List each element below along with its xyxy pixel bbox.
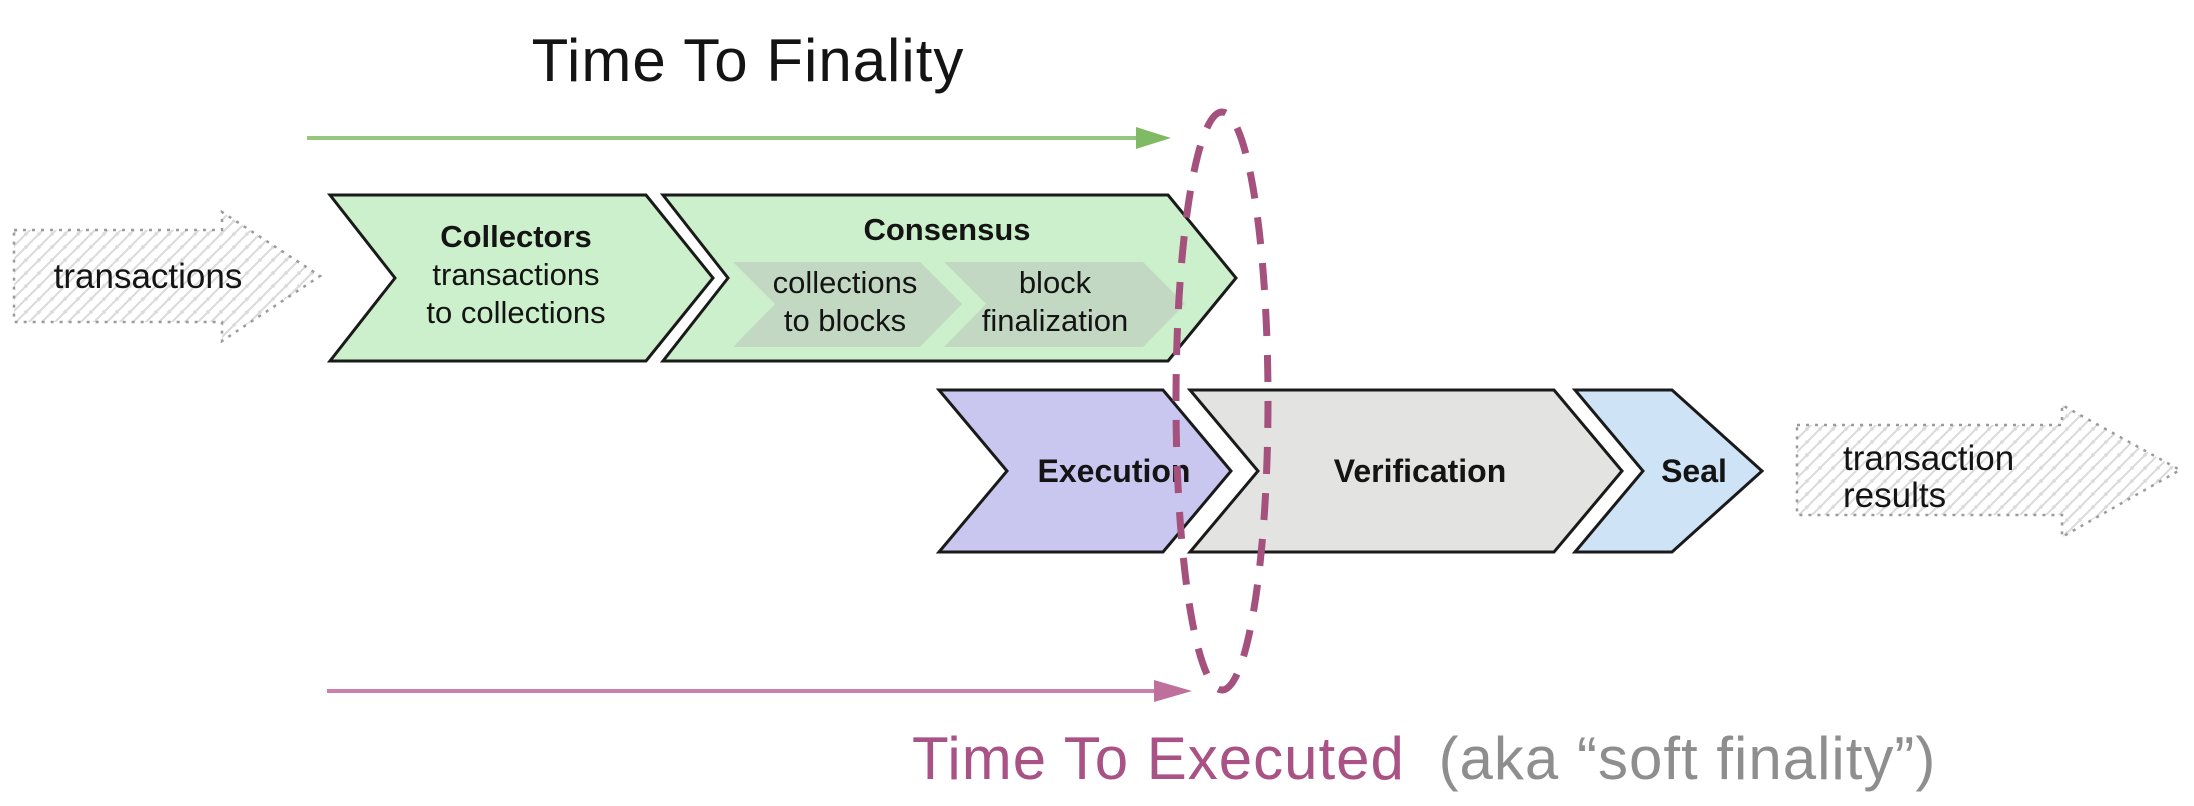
- arrowhead-right-icon: [1136, 127, 1171, 149]
- soft-finality-suffix: (aka “soft finality”): [1439, 725, 1937, 792]
- time-to-finality-title: Time To Finality: [532, 27, 965, 94]
- seal-stage: Seal: [1571, 388, 1765, 554]
- input-arrow-label: transactions: [54, 257, 243, 296]
- consensus-step1-line1: collections: [773, 265, 918, 300]
- consensus-step2-line2: finalization: [982, 303, 1128, 338]
- execution-chevron: [935, 388, 1233, 554]
- time-to-executed-arrow: [327, 680, 1192, 702]
- verification-chevron: [1186, 388, 1624, 554]
- consensus-step2-line1: block: [1019, 265, 1092, 300]
- verification-stage: Verification: [1186, 388, 1624, 554]
- seal-chevron: [1571, 388, 1765, 554]
- execution-stage: Execution: [935, 388, 1233, 554]
- transaction-results-output-arrow: transaction results: [1795, 402, 2183, 540]
- consensus-step-finalization-chevron: [944, 262, 1185, 347]
- verification-title: Verification: [1334, 453, 1507, 489]
- output-arrow-label-line2: results: [1843, 476, 1946, 515]
- consensus-step1-line2: to blocks: [784, 303, 906, 338]
- collectors-title: Collectors: [440, 219, 592, 254]
- consensus-step-collections-chevron: [733, 262, 962, 347]
- collectors-stage: Collectors transactions to collections: [326, 193, 715, 363]
- collectors-chevron: [326, 193, 715, 363]
- time-to-finality-arrow: [307, 127, 1171, 149]
- transactions-input-arrow: transactions: [12, 209, 323, 344]
- hatched-arrow-icon: [1795, 402, 2183, 540]
- consensus-stage: Consensus collections to blocks block fi…: [659, 193, 1238, 363]
- arrowhead-right-icon: [1154, 680, 1192, 702]
- execution-title: Execution: [1038, 453, 1191, 489]
- soft-finality-boundary-ellipse: [1172, 108, 1272, 694]
- time-to-executed-label: Time To Executed: [912, 725, 1405, 792]
- consensus-title: Consensus: [863, 212, 1030, 247]
- time-to-executed-title: Time To Executed (aka “soft finality”): [912, 725, 1936, 792]
- collectors-subtitle-line1: transactions: [432, 257, 599, 292]
- output-arrow-label-line1: transaction: [1843, 439, 2014, 478]
- seal-title: Seal: [1661, 453, 1727, 489]
- collectors-subtitle-line2: to collections: [426, 295, 605, 330]
- hatched-arrow-icon: [12, 209, 323, 344]
